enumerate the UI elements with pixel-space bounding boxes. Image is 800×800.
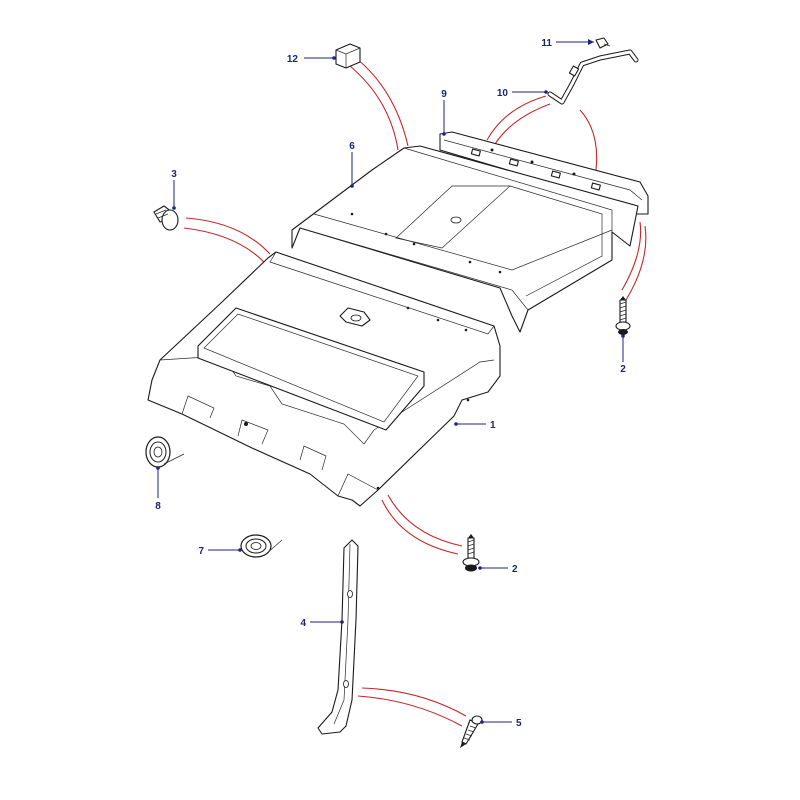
part-3-push-clip — [153, 205, 179, 231]
link-2-to-9b — [621, 221, 642, 291]
part-10-cable — [547, 49, 639, 105]
part-4-pillar-trim — [317, 539, 359, 735]
callout-6: 6 — [349, 141, 355, 152]
link-10-to-9c — [579, 109, 598, 171]
callout-2-lower: 2 — [512, 564, 518, 575]
part-12-pad — [335, 43, 361, 69]
link-12-to-6b — [349, 65, 399, 151]
callout-5: 5 — [516, 718, 522, 729]
callout-2-upper: 2 — [620, 364, 626, 375]
part-2-screw-lower — [462, 534, 480, 572]
part-7-tape-roll — [240, 534, 283, 558]
link-12-to-6 — [355, 57, 409, 147]
callout-9: 9 — [441, 89, 447, 100]
callout-10: 10 — [497, 88, 509, 99]
callout-12: 12 — [287, 54, 299, 65]
callout-8: 8 — [155, 501, 161, 512]
link-10-to-9 — [486, 95, 547, 141]
callout-11: 11 — [541, 38, 552, 49]
link-2-to-1b — [381, 499, 459, 555]
link-curves — [183, 57, 647, 727]
link-3-to-1 — [185, 217, 271, 255]
link-3-to-1b — [183, 227, 265, 263]
part-8-tape-roll — [145, 436, 185, 468]
part-1-headlining — [147, 251, 501, 507]
part-5-screw — [460, 715, 483, 748]
part-2-screw-upper — [615, 296, 631, 335]
link-2-to-1 — [387, 494, 463, 547]
link-5-to-4b — [357, 695, 463, 727]
link-5-to-4 — [361, 687, 467, 717]
link-2-to-9 — [625, 225, 647, 301]
part-11-clip — [595, 37, 611, 49]
callout-1: 1 — [490, 420, 496, 431]
callout-7: 7 — [198, 546, 204, 557]
callout-3: 3 — [171, 169, 177, 180]
callout-4: 4 — [300, 618, 306, 629]
part-6-roof-panel — [291, 145, 639, 333]
link-10-to-9b — [494, 103, 551, 145]
callouts: 12 11 10 9 6 3 2 1 8 — [155, 38, 626, 729]
